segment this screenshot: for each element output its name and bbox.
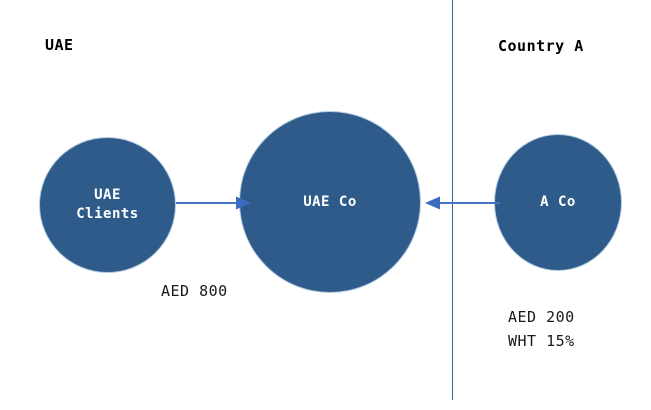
node-uae-clients[interactable]: UAE Clients [40,138,175,272]
arrow-a-co-to-uae-co-icon [425,196,500,210]
node-uae-clients-label: UAE Clients [76,187,139,222]
node-a-co[interactable]: A Co [495,135,621,270]
node-a-co-label: A Co [540,194,576,210]
node-uae-co-label: UAE Co [303,193,357,210]
caption-flow-wht-15: WHT 15% [508,332,575,350]
region-label-country-a: Country A [498,37,584,55]
node-uae-co[interactable]: UAE Co [240,112,420,292]
region-label-uae: UAE [45,36,74,54]
caption-flow-aed-800: AED 800 [161,282,228,300]
arrow-clients-to-uae-co-icon [176,196,251,210]
country-border-divider-line [452,0,453,400]
caption-flow-aed-200: AED 200 [508,308,575,326]
